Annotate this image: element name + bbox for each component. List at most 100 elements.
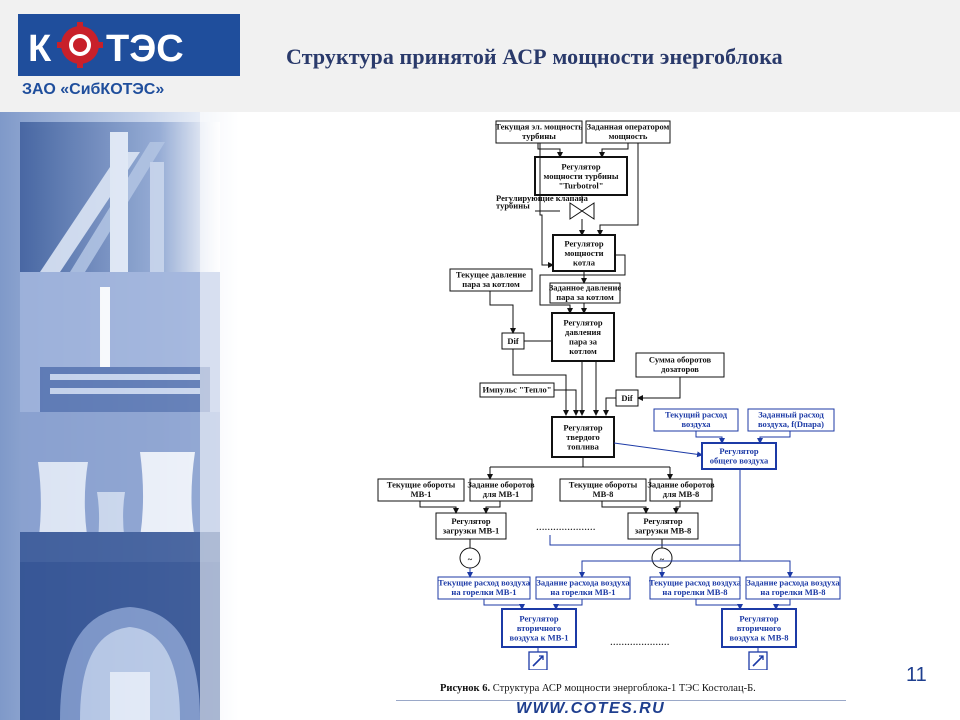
- page-number: 11: [906, 664, 927, 686]
- regulator-secondary-mv1-line-1: вторичного: [517, 623, 561, 633]
- link-heat-fuel: [554, 389, 579, 416]
- company-name: ЗАО «СибКОТЭС»: [22, 81, 164, 98]
- input-burner-air-mv1-set-line-0: Задание расхода воздуха: [536, 578, 630, 588]
- power-plant-photo-strip: [0, 112, 240, 720]
- input-mv1-set-line-1: для МВ-1: [483, 489, 520, 499]
- regulator-secondary-mv8-line-1: вторичного: [737, 623, 781, 633]
- regulator-fuel-line-1: твердого: [566, 432, 600, 442]
- input-heat-impulse: Импульс "Тепло": [479, 382, 555, 398]
- regulator-mv1-load-line-0: Регулятор: [451, 516, 490, 526]
- input-steam-pressure-current-line-0: Текущее давление: [456, 270, 526, 280]
- link-dif1-fuel: [512, 349, 569, 416]
- regulator-pressure-line-0: Регулятор: [563, 318, 602, 328]
- caption-text: Структура АСР мощности энергоблока-1 ТЭС…: [492, 683, 756, 694]
- website-link[interactable]: WWW.COTES.RU: [516, 700, 666, 717]
- input-mv8-speed-line-0: Текущие обороты: [569, 480, 638, 490]
- regulator-pressure-line-3: котлом: [569, 346, 597, 356]
- cooling-towers-image: [20, 412, 220, 562]
- figure-caption: Рисунок 6. Структура АСР мощности энерго…: [440, 683, 756, 694]
- dif-block-2-line-0: Dif: [621, 393, 633, 403]
- dif-block-1: Dif: [501, 332, 525, 350]
- svg-text:~: ~: [660, 554, 665, 564]
- input-steam-pressure-set-line-1: пара за котлом: [556, 292, 614, 302]
- link-dif2-fuel: [603, 397, 616, 416]
- regulator-boiler-line-1: мощности: [564, 248, 603, 258]
- svg-text:К: К: [28, 28, 52, 70]
- link-op-boiler: [597, 143, 639, 236]
- link-b1s-sec1: [553, 599, 583, 610]
- regulator-secondary-mv1-line-2: воздуха к МВ-1: [510, 632, 569, 642]
- input-burner-air-mv8-set-line-0: Задание расхода воздуха: [746, 578, 840, 588]
- slide-title: Структура принятой АСР мощности энергобл…: [286, 44, 783, 69]
- regulator-mv8-load-line-0: Регулятор: [643, 516, 682, 526]
- input-mv1-speed-line-1: МВ-1: [411, 489, 432, 499]
- input-burner-air-mv8-set-line-1: на горелки МВ-8: [760, 587, 825, 597]
- link-dos-dif2: [637, 377, 681, 401]
- link-afs-air: [757, 431, 791, 444]
- input-turbine-power-line-1: турбины: [522, 131, 556, 141]
- link-b8s-sec8: [773, 599, 791, 610]
- regulator-secondary-mv8-line-2: воздуха к МВ-8: [730, 632, 789, 642]
- regulator-pressure-line-2: пара за: [569, 337, 598, 347]
- regulator-secondary-mv1-line-0: Регулятор: [519, 613, 558, 623]
- link-pcur-dif1: [489, 291, 516, 334]
- link-afc-air: [695, 431, 725, 444]
- link-b8c-sec8: [695, 599, 743, 610]
- motor-mv8-icon: ~: [651, 547, 673, 569]
- damper-mv1-icon: [528, 651, 548, 670]
- caption-label: Рисунок 6.: [440, 683, 491, 694]
- link-b1c-sec1: [483, 599, 525, 610]
- input-mv8-set-line-1: для МВ-8: [663, 489, 700, 499]
- pipes-image: [20, 122, 220, 272]
- svg-text:~: ~: [468, 554, 473, 564]
- link-mv1set-reg: [483, 501, 501, 514]
- link-mv8set-reg: [673, 501, 681, 514]
- input-mv8-set-line-0: Задание оборотов: [647, 480, 715, 490]
- input-mv8-speed-line-1: МВ-8: [593, 489, 614, 499]
- turbine-hall-image: [20, 562, 220, 720]
- regulator-total-air-line-0: Регулятор: [719, 446, 758, 456]
- input-heat-impulse-line-0: Импульс "Тепло": [483, 384, 552, 394]
- input-burner-air-mv8-current-line-1: на горелки МВ-8: [662, 587, 727, 597]
- bus-air-horiz: [549, 535, 740, 546]
- link-mv1s-reg: [419, 501, 459, 514]
- regulator-turbine-line-0: Регулятор: [561, 161, 600, 171]
- input-mv1-set-line-0: Задание оборотов: [467, 480, 535, 490]
- input-operator-power-line-1: мощность: [609, 131, 648, 141]
- regulator-boiler-line-0: Регулятор: [564, 238, 603, 248]
- input-air-flow-current-line-0: Текущий расход: [665, 410, 728, 420]
- regulator-mv1-load-line-1: загрузки МВ-1: [443, 526, 500, 536]
- input-burner-air-mv1-current-line-1: на горелки МВ-1: [451, 587, 516, 597]
- regulator-fuel-line-2: топлива: [567, 441, 599, 451]
- regulator-turbine-line-1: мощности турбины: [544, 171, 619, 181]
- regulator-total-air-line-1: общего воздуха: [710, 456, 769, 466]
- input-dosers-sum-line-0: Сумма оборотов: [649, 355, 712, 365]
- input-burner-air-mv1-set-line-1: на горелки МВ-1: [550, 587, 615, 597]
- input-turbine-power-line-0: Текущая эл. мощность: [495, 122, 583, 132]
- link-air-mv1set: [579, 560, 740, 578]
- valve-label-line-0: Регулирующие клапана: [496, 193, 589, 203]
- input-burner-air-mv8-current-line-0: Текущие расход воздуха: [649, 578, 742, 588]
- input-dosers-sum-line-1: дозаторов: [661, 364, 699, 374]
- dif-block-1-line-0: Dif: [507, 336, 519, 346]
- link-tp-boiler: [539, 143, 554, 268]
- link-air-mv8set: [740, 560, 793, 578]
- input-steam-pressure-current-line-1: пара за котлом: [462, 279, 520, 289]
